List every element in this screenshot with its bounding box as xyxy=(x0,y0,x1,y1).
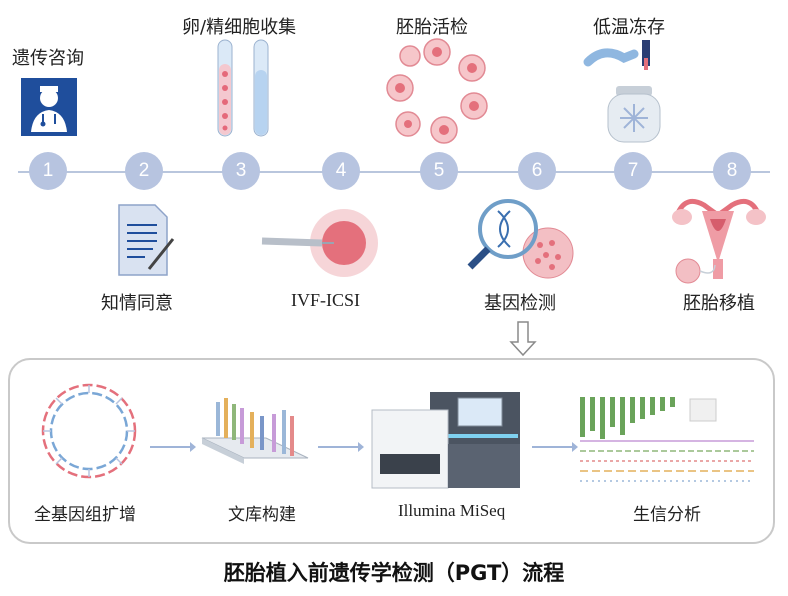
workflow-label-wga: 全基因组扩增 xyxy=(34,505,136,525)
cryo-storage-icon xyxy=(583,40,661,143)
down-arrow-icon xyxy=(509,321,537,357)
diagram-title: 胚胎植入前遗传学检测（PGT）流程 xyxy=(223,561,565,585)
gene-test-magnifier-icon xyxy=(467,199,574,279)
embryo-biopsy-icon xyxy=(386,38,488,144)
step-label-4: IVF-ICSI xyxy=(291,290,361,310)
step-node-8: 8 xyxy=(713,152,751,190)
flow-arrow-3 xyxy=(532,442,578,452)
timeline-line xyxy=(18,171,770,173)
step-label-6: 基因检测 xyxy=(484,293,556,314)
bioinformatics-chart-icon xyxy=(578,395,756,485)
workflow-label-bioinfo: 生信分析 xyxy=(633,505,701,525)
step-label-7: 低温冻存 xyxy=(593,17,665,38)
library-plate-icon xyxy=(201,398,309,464)
step-label-8: 胚胎移植 xyxy=(683,293,755,314)
flow-arrow-2 xyxy=(318,442,364,452)
flow-arrow-1 xyxy=(150,442,196,452)
workflow-label-library: 文库构建 xyxy=(228,505,296,525)
step-node-3: 3 xyxy=(222,152,260,190)
uterus-transfer-icon xyxy=(672,198,766,284)
sequencer-icon xyxy=(371,392,520,489)
test-tubes-icon xyxy=(217,39,269,137)
step-node-2: 2 xyxy=(125,152,163,190)
step-node-6: 6 xyxy=(518,152,556,190)
dna-circle-icon xyxy=(41,383,137,479)
doctor-icon xyxy=(21,78,77,136)
step-label-2: 知情同意 xyxy=(101,293,173,314)
workflow-label-sequencer: Illumina MiSeq xyxy=(398,501,506,520)
step-node-4: 4 xyxy=(322,152,360,190)
step-label-1: 遗传咨询 xyxy=(12,48,84,69)
step-node-1: 1 xyxy=(29,152,67,190)
ivf-icsi-icon xyxy=(261,209,378,277)
consent-document-icon xyxy=(118,204,175,276)
step-label-5: 胚胎活检 xyxy=(396,17,468,38)
step-node-7: 7 xyxy=(614,152,652,190)
step-label-3: 卵/精细胞收集 xyxy=(182,17,297,38)
step-node-5: 5 xyxy=(420,152,458,190)
